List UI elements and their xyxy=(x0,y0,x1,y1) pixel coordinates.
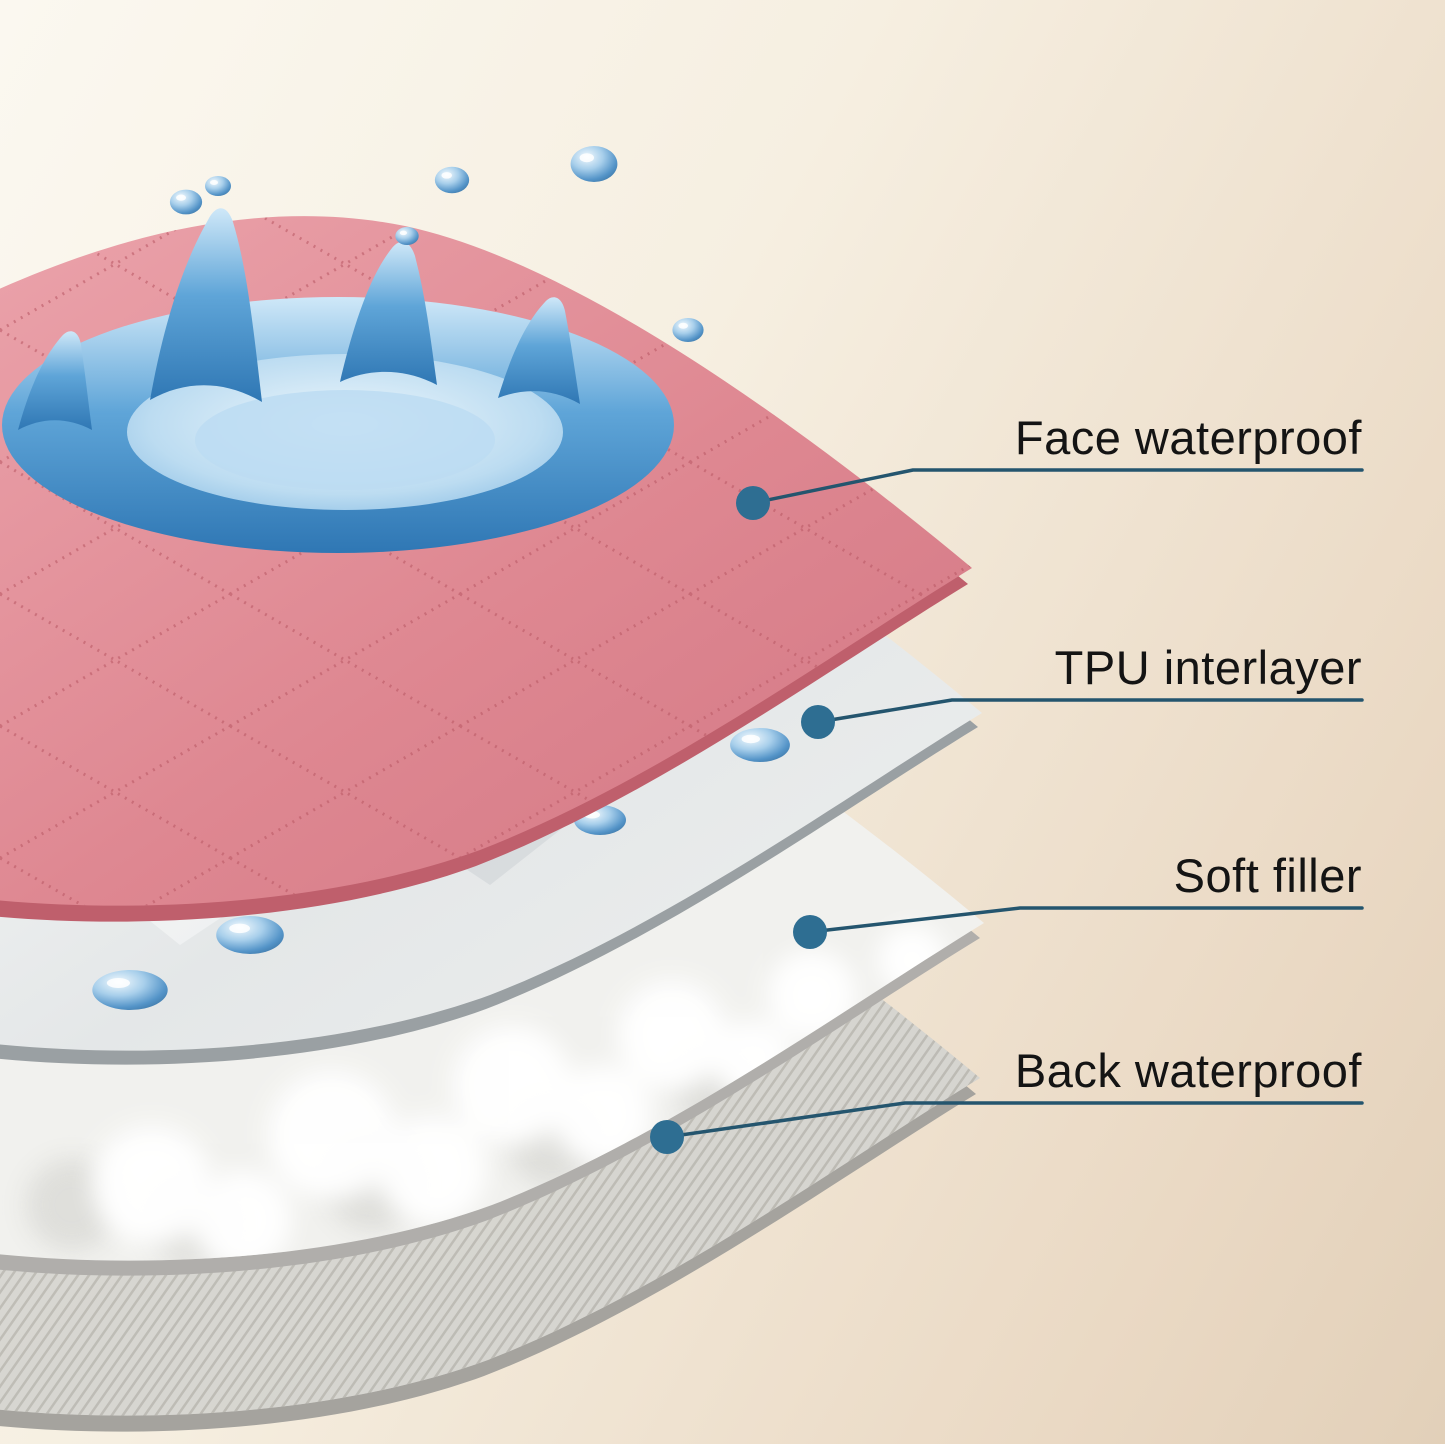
water-splash xyxy=(2,146,704,553)
label-tpu-interlayer: TPU interlayer xyxy=(1054,641,1362,694)
callout-line-back-waterproof xyxy=(665,1101,1364,1139)
callout-line-face-waterproof xyxy=(751,468,1364,505)
callout-line-tpu-interlayer xyxy=(816,698,1364,724)
callout-dot-soft-filler xyxy=(793,915,827,949)
label-soft-filler: Soft filler xyxy=(1173,849,1362,902)
callout-dot-back-waterproof xyxy=(650,1120,684,1154)
callouts xyxy=(650,468,1364,1154)
callout-line-soft-filler xyxy=(808,906,1364,934)
label-face-waterproof: Face waterproof xyxy=(1014,411,1362,464)
callout-dot-face-waterproof xyxy=(736,486,770,520)
label-back-waterproof: Back waterproof xyxy=(1014,1044,1362,1097)
soft-filler-fluff-texture xyxy=(26,925,947,1261)
callout-dot-tpu-interlayer xyxy=(801,705,835,739)
